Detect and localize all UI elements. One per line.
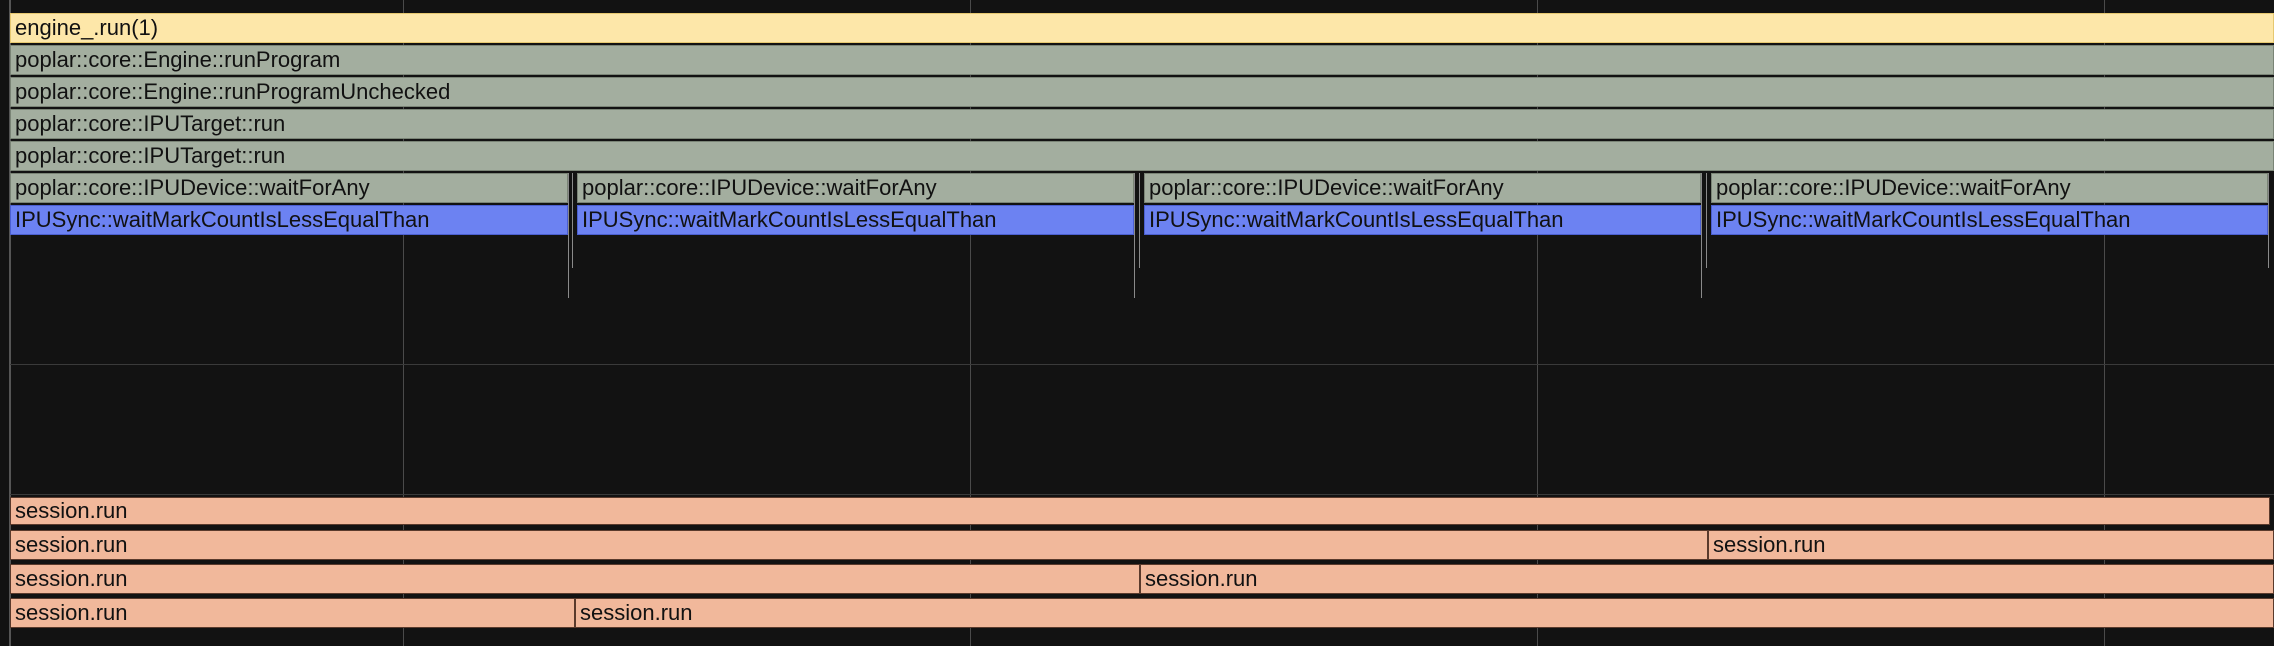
frame-wait-mark-count[interactable]: IPUSync::waitMarkCountIsLessEqualThan (577, 205, 1134, 235)
grid-line (970, 0, 971, 646)
frame-label: poplar::core::IPUDevice::waitForAny (15, 175, 370, 200)
left-edge-line (9, 0, 11, 646)
frame-session-run[interactable]: session.run (1140, 564, 2274, 594)
tiny-frame-tick (1134, 173, 1135, 298)
frame-label: poplar::core::IPUTarget::run (15, 111, 286, 136)
frame-label: IPUSync::waitMarkCountIsLessEqualThan (582, 207, 997, 232)
frame-wait-mark-count[interactable]: IPUSync::waitMarkCountIsLessEqualThan (10, 205, 568, 235)
frame-wait-for-any[interactable]: poplar::core::IPUDevice::waitForAny (577, 173, 1134, 203)
frame-wait-mark-count[interactable]: IPUSync::waitMarkCountIsLessEqualThan (1711, 205, 2268, 235)
frame-label: session.run (580, 600, 693, 625)
frame-label: IPUSync::waitMarkCountIsLessEqualThan (1149, 207, 1564, 232)
frame-label: IPUSync::waitMarkCountIsLessEqualThan (1716, 207, 2131, 232)
grid-line (403, 0, 404, 646)
frame-label: poplar::core::IPUTarget::run (15, 143, 286, 168)
frame-engine-run-program[interactable]: poplar::core::Engine::runProgram (10, 45, 2274, 75)
tiny-frame-tick (1139, 173, 1140, 268)
frame-label: poplar::core::IPUDevice::waitForAny (582, 175, 937, 200)
frame-label: poplar::core::Engine::runProgram (15, 47, 341, 72)
tiny-frame-tick (2268, 173, 2269, 268)
frame-session-run[interactable]: session.run (10, 497, 2270, 525)
frame-label: poplar::core::Engine::runProgramUnchecke… (15, 79, 451, 104)
frame-wait-for-any[interactable]: poplar::core::IPUDevice::waitForAny (1144, 173, 1701, 203)
frame-session-run[interactable]: session.run (10, 530, 1708, 560)
frame-label: session.run (1145, 566, 1258, 591)
frame-label: poplar::core::IPUDevice::waitForAny (1149, 175, 1504, 200)
frame-session-run[interactable]: session.run (10, 564, 1140, 594)
frame-engine-run-program-unchecked[interactable]: poplar::core::Engine::runProgramUnchecke… (10, 77, 2274, 107)
frame-label: session.run (15, 566, 128, 591)
tiny-frame-tick (1706, 173, 1707, 268)
frame-label: IPUSync::waitMarkCountIsLessEqualThan (15, 207, 430, 232)
grid-line (2104, 0, 2105, 646)
frame-session-run[interactable]: session.run (1708, 530, 2274, 560)
grid-line (1537, 0, 1538, 646)
grid-line-horizontal (10, 364, 2274, 365)
frame-engine-run[interactable]: engine_.run(1) (10, 13, 2274, 43)
tiny-frame-tick (1701, 173, 1702, 298)
frame-label: session.run (15, 498, 128, 523)
grid-line-horizontal (10, 494, 2274, 495)
frame-wait-for-any[interactable]: poplar::core::IPUDevice::waitForAny (1711, 173, 2268, 203)
frame-session-run[interactable]: session.run (575, 598, 2274, 628)
frame-wait-for-any[interactable]: poplar::core::IPUDevice::waitForAny (10, 173, 568, 203)
frame-ipu-target-run[interactable]: poplar::core::IPUTarget::run (10, 141, 2274, 171)
tiny-frame-tick (568, 173, 569, 298)
frame-label: session.run (15, 532, 128, 557)
frame-label: session.run (15, 600, 128, 625)
frame-wait-mark-count[interactable]: IPUSync::waitMarkCountIsLessEqualThan (1144, 205, 1701, 235)
frame-label: session.run (1713, 532, 1826, 557)
frame-ipu-target-run[interactable]: poplar::core::IPUTarget::run (10, 109, 2274, 139)
frame-label: poplar::core::IPUDevice::waitForAny (1716, 175, 2071, 200)
tiny-frame-tick (572, 173, 573, 268)
frame-label: engine_.run(1) (15, 15, 159, 40)
frame-session-run[interactable]: session.run (10, 598, 575, 628)
